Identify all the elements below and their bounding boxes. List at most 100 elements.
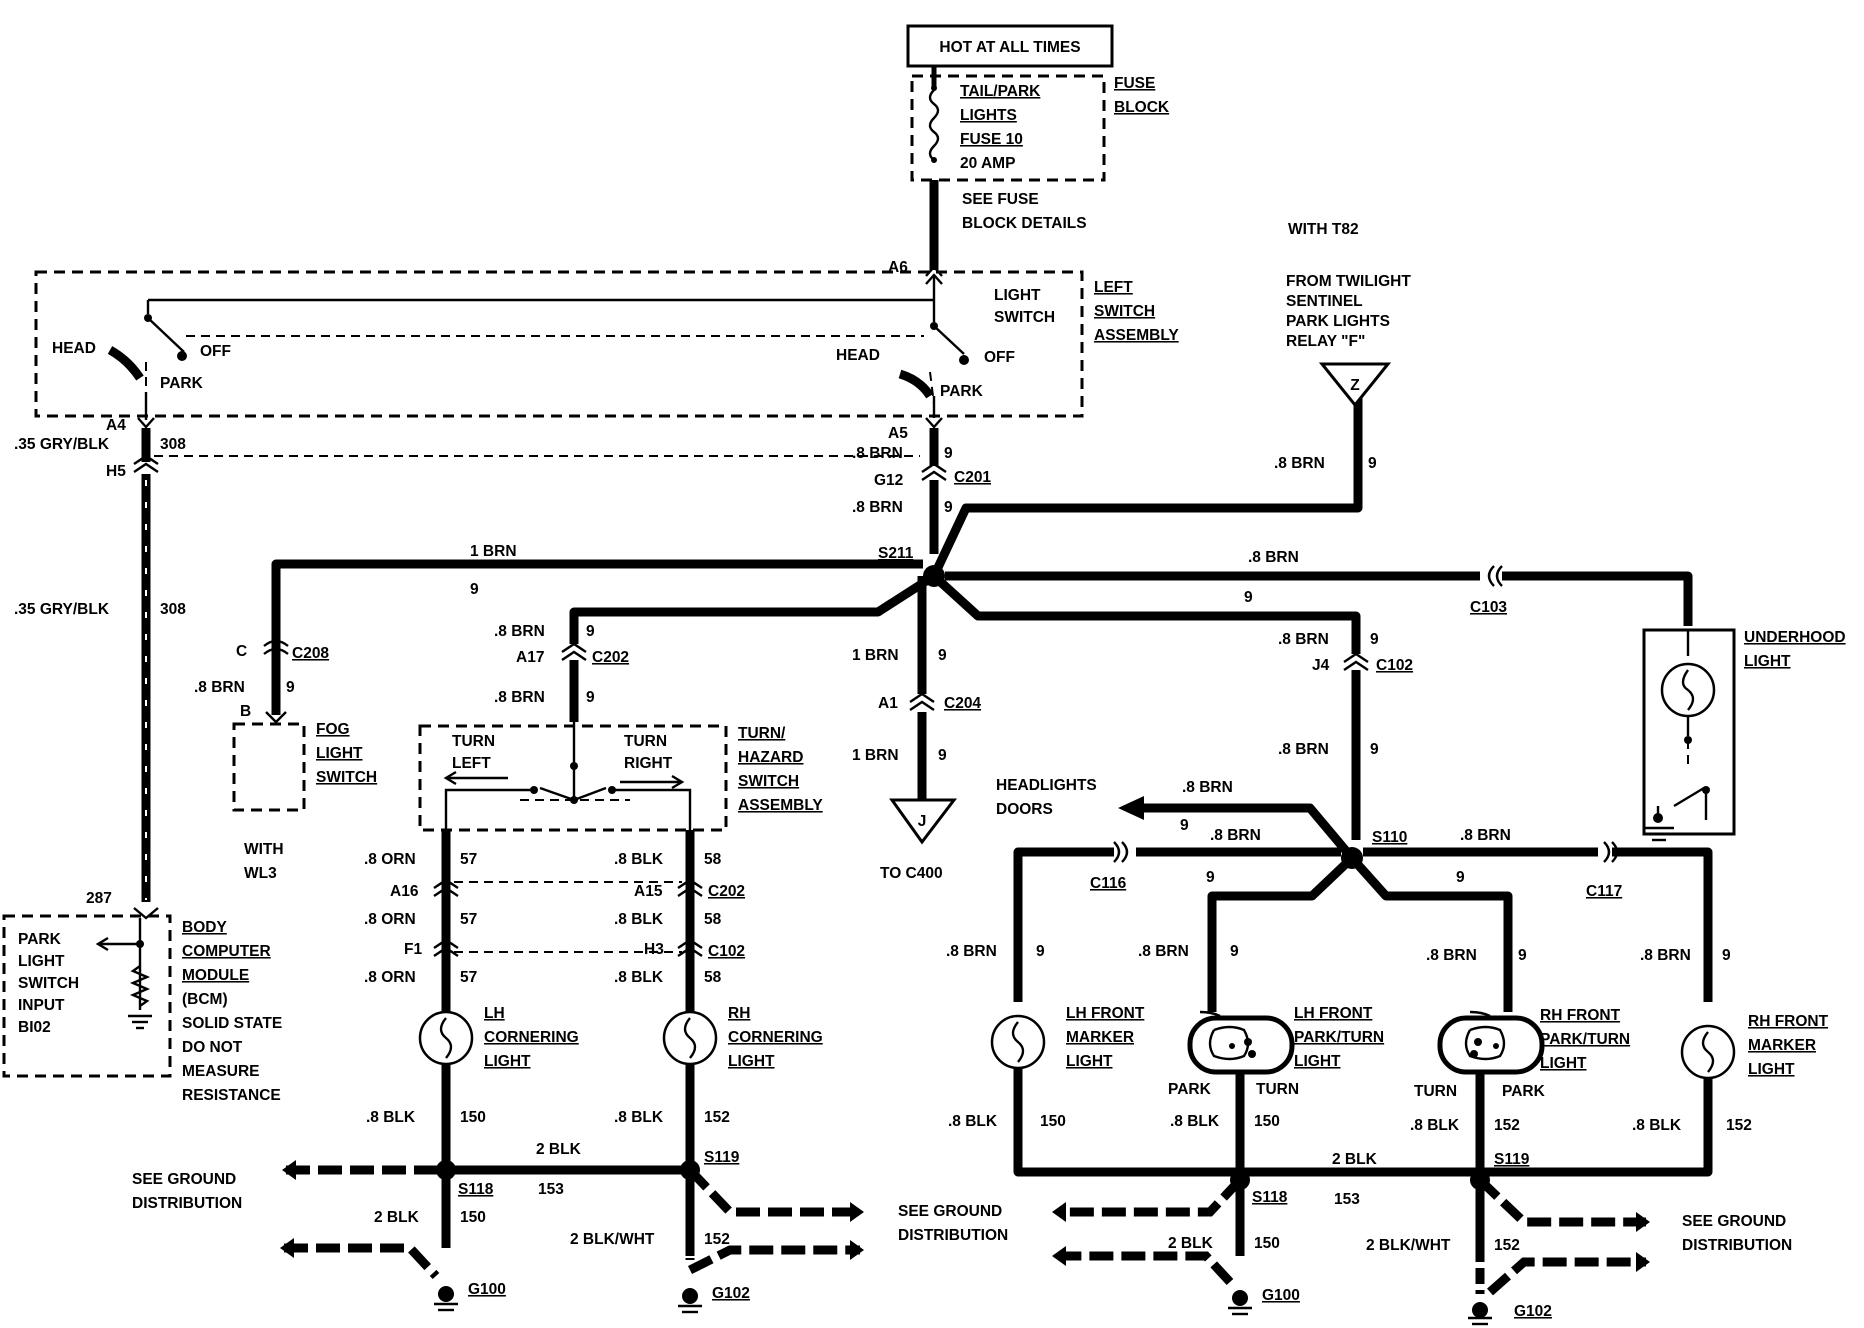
wire-label: A16 (390, 883, 419, 900)
wire-label: 150 (1254, 1113, 1280, 1130)
wire-label: SWITCH (18, 975, 79, 992)
see-ground-left-label: SEE GROUND DISTRIBUTION (132, 1171, 242, 1212)
wire-label: 9 (1518, 947, 1527, 964)
wire-label: RH (728, 1005, 750, 1022)
wire-label: RH FRONT (1748, 1013, 1829, 1030)
wire-label: .8 BRN (1278, 631, 1329, 648)
wire-label: 2 BLK/WHT (570, 1231, 655, 1248)
wire-label: .8 BRN (1274, 455, 1325, 472)
wire-label: OFF (200, 343, 231, 360)
wire-label: ASSEMBLY (1094, 327, 1179, 344)
wire-label: C202 (592, 649, 629, 666)
wire-label: LIGHT (1748, 1061, 1795, 1078)
wire-label: LIGHT (1540, 1055, 1587, 1072)
wire-label: 9 (470, 581, 479, 598)
wire-label: 2 BLK/WHT (1366, 1237, 1451, 1254)
wire-label: HEAD (836, 347, 880, 364)
twilight-relay-label: WITH T82 FROM TWILIGHT SENTINEL PARK LIG… (1286, 221, 1411, 350)
fog-light-switch-outline (232, 722, 306, 812)
fuse-label: TAIL/PARK LIGHTS FUSE 10 20 AMP (960, 83, 1041, 172)
wire-label: 1 BRN (852, 747, 899, 764)
wire-label: .8 BRN (946, 943, 997, 960)
wire-label: .8 BLK (614, 851, 664, 868)
wire-label: SWITCH (738, 773, 799, 790)
wire-label: .8 BLK (1410, 1117, 1460, 1134)
wire-label: .8 BRN (1278, 741, 1329, 758)
wire-label: .8 BLK (948, 1113, 998, 1130)
light-switch-label: LIGHT SWITCH (994, 287, 1055, 326)
wire-label: Z (1350, 377, 1360, 394)
wire-label: RESISTANCE (182, 1087, 281, 1104)
wire-label: SWITCH (994, 309, 1055, 326)
lh-front-marker-label: LH FRONT MARKER LIGHT (1066, 1005, 1145, 1070)
wire-label: A1 (878, 695, 898, 712)
wire-label: SOLID STATE (182, 1015, 282, 1032)
wire-label: LIGHT (1294, 1053, 1341, 1070)
wire-label: S110 (1372, 829, 1407, 846)
wire-label: 153 (1334, 1191, 1360, 1208)
wire-label: .8 ORN (364, 851, 416, 868)
wire-label: G102 (712, 1285, 750, 1302)
turn-hazard-switch-label: TURN/ HAZARD SWITCH ASSEMBLY (738, 725, 823, 814)
wire-label: LH FRONT (1066, 1005, 1145, 1022)
wire-label: A15 (634, 883, 663, 900)
rh-front-marker-label: RH FRONT MARKER LIGHT (1748, 1013, 1829, 1078)
wire-label: HEAD (52, 340, 96, 357)
wire-label: 9 (1722, 947, 1731, 964)
wire-label: 1 BRN (470, 543, 517, 560)
wire-label: 58 (704, 911, 722, 928)
wire-label: TURN (1414, 1083, 1457, 1100)
wire-label: C202 (708, 883, 745, 900)
bcm-outline (2, 914, 172, 1078)
wire-label: 58 (704, 969, 722, 986)
wire-label: SEE GROUND (898, 1203, 1002, 1220)
wire-label: A17 (516, 649, 544, 666)
wire-label: PARK (1502, 1083, 1546, 1100)
wire-label: HAZARD (738, 749, 803, 766)
bcm-label: BODY COMPUTER MODULE (BCM) (182, 919, 271, 1008)
relay-terminal-z (1318, 362, 1392, 408)
light-switch-assembly-outline (34, 270, 1084, 418)
fuse-symbol (928, 89, 940, 161)
wire-label: 308 (160, 436, 186, 453)
wire-label: .35 GRY/BLK (14, 436, 110, 453)
resistor-symbol (129, 965, 151, 1007)
wire-label: A5 (888, 425, 908, 442)
wire-label: A6 (888, 259, 908, 276)
wire-label: 152 (704, 1231, 730, 1248)
wire-label: C204 (944, 695, 981, 712)
wire-label: WITH T82 (1288, 221, 1359, 238)
rh-cornering-label: RH CORNERING LIGHT (728, 1005, 823, 1070)
wire-label: DOORS (996, 801, 1053, 818)
with-wl3-label: WITH WL3 (244, 841, 284, 882)
wire-label: 2 BLK (1168, 1235, 1214, 1252)
terminal-j (889, 798, 958, 845)
wire-label: S211 (878, 545, 914, 562)
wire-label: S118 (1252, 1189, 1288, 1206)
wire-label: 2 BLK (536, 1141, 582, 1158)
turn-left-label: TURN LEFT (452, 733, 495, 772)
wire-label: 57 (460, 851, 477, 868)
wire-label: SEE GROUND (1682, 1213, 1786, 1230)
wire-label: B (240, 703, 251, 720)
wire-label: HOT AT ALL TIMES (939, 39, 1080, 56)
wire-label: C116 (1090, 875, 1127, 892)
wire-label: 152 (1494, 1237, 1520, 1254)
underhood-light-label: UNDERHOOD LIGHT (1744, 629, 1846, 670)
wire-label: 9 (938, 747, 947, 764)
wire-label: LIGHT (1744, 653, 1791, 670)
wire-label: LIGHT (728, 1053, 775, 1070)
wire-label: ASSEMBLY (738, 797, 823, 814)
wire-label: INPUT (18, 997, 65, 1014)
wire-label: .8 BLK (614, 911, 664, 928)
wire-label: .8 BRN (1460, 827, 1511, 844)
wire-label: TO C400 (880, 865, 943, 882)
wire-label: 9 (1230, 943, 1239, 960)
fog-light-switch-label: FOG LIGHT SWITCH (316, 721, 377, 786)
wire-label: WITH (244, 841, 284, 858)
wire-label: PARK/TURN (1540, 1031, 1630, 1048)
wire-label: .8 BRN (1248, 549, 1299, 566)
wire-label: S119 (1494, 1151, 1530, 1168)
wire-label: .8 ORN (364, 969, 416, 986)
wire-label: F1 (404, 941, 422, 958)
